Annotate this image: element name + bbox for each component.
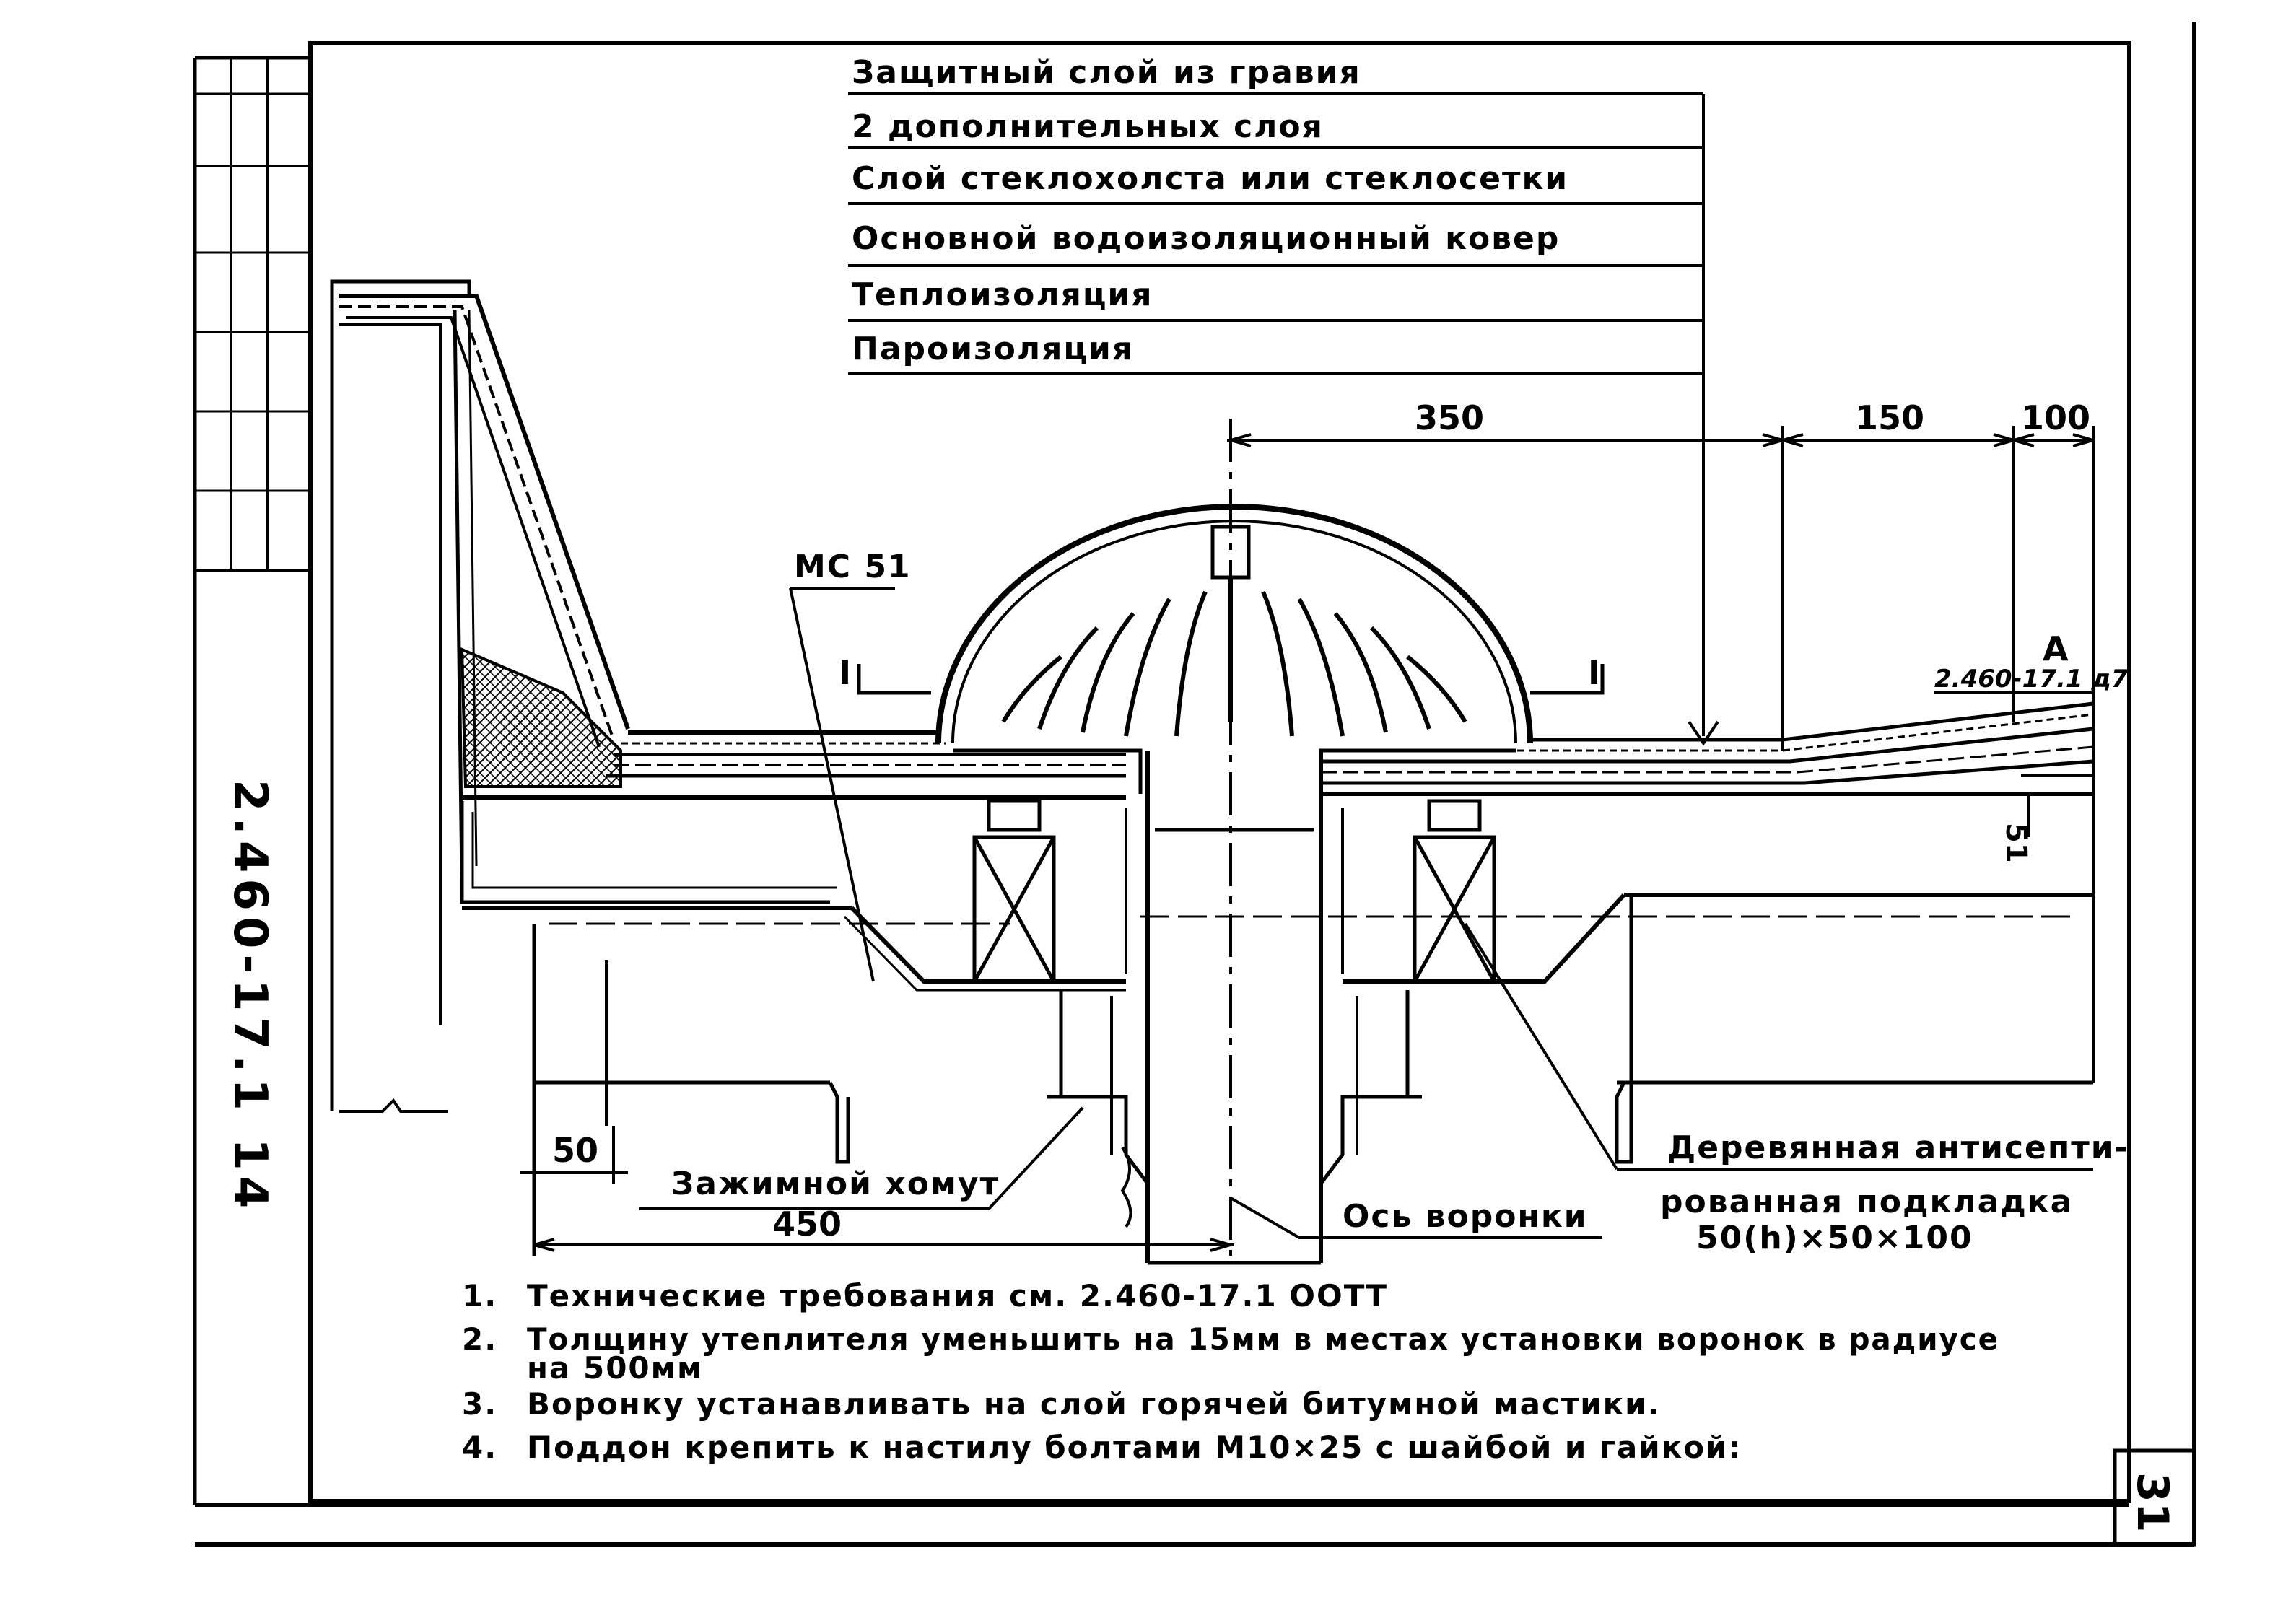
- dim-150: 150: [1855, 398, 1924, 437]
- side-stamp: 2.460-17.1 14: [223, 779, 276, 1214]
- insulation-fill: [460, 647, 622, 788]
- note-1-num: 1.: [462, 1278, 497, 1313]
- dim-450: 450: [772, 1204, 842, 1243]
- layer-2-label: 2 дополнительных слоя: [852, 108, 1324, 145]
- pad-label-line1: Деревянная антисепти-: [1667, 1129, 2129, 1166]
- section-cut-marks: [857, 664, 1605, 695]
- notes-block: 1. Технические требования см. 2.460-17.1…: [462, 1278, 1999, 1465]
- cut-right-label: I: [1588, 653, 1600, 692]
- note-4-text: Поддон крепить к настилу болтами М10×25 …: [527, 1430, 1742, 1465]
- clamp-label: Зажимной хомут: [671, 1166, 1000, 1202]
- ref-mark-label: А: [2043, 629, 2069, 668]
- axis-label: Ось воронки: [1343, 1198, 1588, 1235]
- note-2-text: Толщину утеплителя уменьшить на 15мм в м…: [527, 1321, 1999, 1357]
- dim-50: 50: [552, 1131, 598, 1170]
- layer-legend: Защитный слой из гравия 2 дополнительных…: [848, 54, 1719, 746]
- mastic-label: МС 51: [794, 548, 912, 585]
- note-2-num: 2.: [462, 1321, 497, 1357]
- note-3-text: Воронку устанавливать на слой горячей би…: [527, 1386, 1661, 1422]
- sheet-number: 31: [2127, 1472, 2178, 1533]
- funnel-grate-dome: [935, 504, 1533, 744]
- dim-51-marks: [2021, 774, 2093, 837]
- wooden-pad-right: [1413, 799, 1496, 984]
- layer-3-label: Слой стеклохолста или стеклосетки: [852, 160, 1568, 197]
- pad-label-line2: рованная подкладка: [1660, 1184, 2073, 1220]
- leader-lines: [639, 587, 2093, 1239]
- drawing-frame: [193, 22, 2196, 1547]
- wooden-pad-left: [972, 799, 1056, 984]
- parapet-wall: [330, 279, 630, 1113]
- cut-left-label: I: [839, 653, 851, 692]
- layer-5-label: Теплоизоляция: [852, 276, 1153, 313]
- roof-layers-right: [1140, 693, 2095, 1083]
- dim-350: 350: [1415, 398, 1484, 437]
- dim-100: 100: [2021, 398, 2090, 437]
- note-3-num: 3.: [462, 1386, 497, 1422]
- layer-1-label: Защитный слой из гравия: [852, 54, 1361, 91]
- top-dimensions: [1227, 426, 2095, 751]
- note-4-num: 4.: [462, 1430, 497, 1465]
- ref-doc-label: 2.460-17.1 д7: [1934, 665, 2129, 694]
- layer-6-label: Пароизоляция: [852, 331, 1134, 367]
- note-2-cont: на 500мм: [527, 1350, 703, 1386]
- bottom-dimensions: [520, 1126, 1234, 1256]
- funnel-body: [843, 748, 1626, 1265]
- pad-label-line3: 50(h)×50×100: [1696, 1220, 1973, 1256]
- dim-51: 51: [1999, 823, 2033, 863]
- note-1-text: Технические требования см. 2.460-17.1 ОО…: [527, 1278, 1388, 1313]
- layer-4-label: Основной водоизоляционный ковер: [852, 220, 1560, 257]
- roof-layers-left: [460, 730, 1126, 925]
